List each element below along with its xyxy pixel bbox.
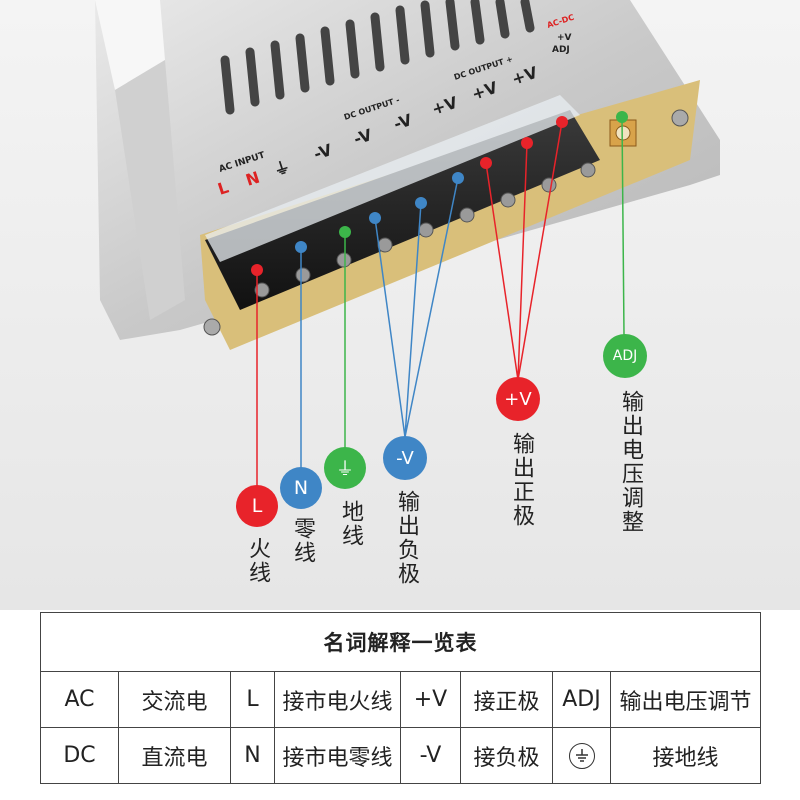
table-cell <box>552 727 611 784</box>
desc-ground-wire: 地线 <box>338 500 363 548</box>
vent-slots <box>220 0 535 115</box>
terminal-label-n: N <box>243 168 262 190</box>
callout-l: L <box>236 485 278 527</box>
glossary-table: 名词解释一览表 AC 交流电 L 接市电火线 +V 接正极 ADJ 输出电压调节… <box>40 612 761 800</box>
table-cell: N <box>230 727 275 784</box>
callout-positive: +V <box>496 377 540 421</box>
desc-output-positive: 输出正极 <box>509 432 534 528</box>
terminal-label-neg3: -V <box>391 110 414 134</box>
terminal-label-ground: ⏚ <box>271 157 292 180</box>
table-cell: 接市电火线 <box>274 671 401 728</box>
glossary-title: 名词解释一览表 <box>40 612 761 672</box>
table-cell: -V <box>400 727 461 784</box>
table-cell: DC <box>40 727 119 784</box>
table-cell: ADJ <box>552 671 611 728</box>
table-row: AC 交流电 L 接市电火线 +V 接正极 ADJ 输出电压调节 <box>40 671 761 728</box>
desc-output-adjust: 输出电压调整 <box>618 390 643 534</box>
table-cell: 接市电零线 <box>274 727 401 784</box>
adj-top-label: +V <box>557 33 572 43</box>
callout-n: N <box>280 467 322 509</box>
power-supply-photo: AC INPUT DC OUTPUT - DC OUTPUT + AC-DC +… <box>0 0 800 610</box>
table-row: DC 直流电 N 接市电零线 -V 接负极 接地线 <box>40 727 761 784</box>
callout-adj: ADJ <box>603 334 647 378</box>
table-cell: 接地线 <box>610 727 761 784</box>
table-cell: +V <box>400 671 461 728</box>
table-cell: 输出电压调节 <box>610 671 761 728</box>
desc-output-negative: 输出负极 <box>394 490 419 586</box>
table-cell: 接正极 <box>460 671 553 728</box>
adj-bottom-label: ADJ <box>552 45 570 55</box>
table-cell: 交流电 <box>118 671 231 728</box>
terminal-block <box>205 110 600 310</box>
table-cell: AC <box>40 671 119 728</box>
callout-ground: ⏚ <box>324 447 366 489</box>
terminal-cover <box>205 95 580 262</box>
table-cell: 直流电 <box>118 727 231 784</box>
terminal-label-neg1: -V <box>311 140 334 164</box>
table-cell: L <box>230 671 275 728</box>
desc-live-wire: 火线 <box>245 537 270 585</box>
terminal-label-neg2: -V <box>351 125 374 149</box>
ground-icon <box>568 742 595 769</box>
callout-negative: -V <box>383 436 427 480</box>
table-cell: 接负极 <box>460 727 553 784</box>
desc-neutral-wire: 零线 <box>290 517 315 565</box>
